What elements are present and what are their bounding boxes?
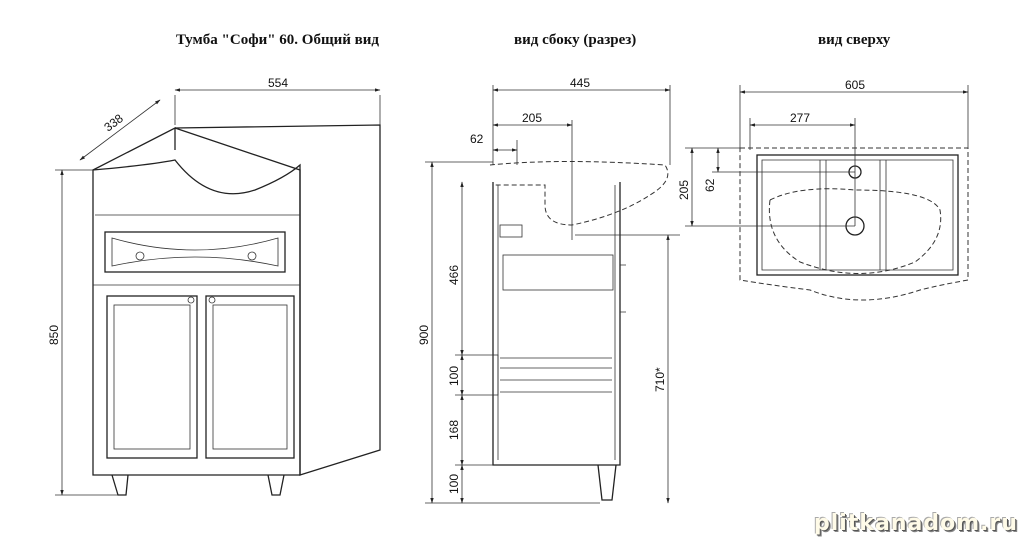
- dim-drain-height: 710*: [653, 367, 667, 392]
- dim-upper: 466: [447, 265, 461, 285]
- dim-tap-y: 62: [703, 178, 717, 192]
- drawer-section: [502, 254, 614, 291]
- front-dividers: [93, 214, 300, 286]
- dim-drain-x: 277: [790, 111, 810, 125]
- door-left: [106, 295, 198, 459]
- cabinet-front: [92, 159, 301, 476]
- drawer: [104, 231, 286, 273]
- leg: [597, 464, 617, 501]
- door-right-panel: [212, 304, 288, 450]
- siphon: [499, 224, 523, 238]
- dim-side-depth: 445: [570, 76, 590, 90]
- drawer-knob: [135, 251, 145, 261]
- cabinet-frame: [761, 159, 954, 271]
- dim-depth: 338: [101, 111, 126, 134]
- top-view: 605 277 205 62: [677, 78, 969, 301]
- cabinet-outline: [756, 154, 959, 276]
- countertop-outline: [739, 147, 969, 301]
- drawer-decor: [111, 237, 279, 267]
- door-right: [205, 295, 295, 459]
- legs: [111, 474, 285, 496]
- dim-width: 554: [268, 76, 288, 90]
- side-view: 445 205 62 900 466 100 168 100 710*: [417, 76, 680, 504]
- title-top-view: вид сверху: [818, 32, 891, 48]
- door-knob: [208, 296, 216, 304]
- door-knob: [187, 296, 195, 304]
- dim-total-height: 900: [417, 325, 431, 345]
- basin-section: [489, 161, 669, 226]
- title-side-view: вид сбоку (разрез): [514, 32, 637, 48]
- basin-outline: [768, 188, 942, 274]
- cabinet-body: [492, 182, 621, 466]
- dim-legs: 100: [447, 474, 461, 494]
- dim-top-width: 605: [845, 78, 865, 92]
- drawer-knob: [247, 251, 257, 261]
- door-left-panel: [113, 304, 191, 450]
- dim-drain-y: 205: [677, 180, 691, 200]
- dim-shelf: 100: [447, 366, 461, 386]
- dim-drain-offset: 205: [522, 111, 542, 125]
- dim-height: 850: [47, 325, 61, 345]
- title-general-view: Тумба "Софи" 60. Общий вид: [176, 32, 379, 48]
- dim-top-gap: 62: [470, 132, 484, 146]
- shelf: [500, 357, 612, 393]
- general-view: 554 338 850: [47, 76, 381, 496]
- cabinet-side-panel: [92, 124, 381, 476]
- watermark: plitkanadom.ru: [814, 511, 1018, 536]
- dim-lower: 168: [447, 420, 461, 440]
